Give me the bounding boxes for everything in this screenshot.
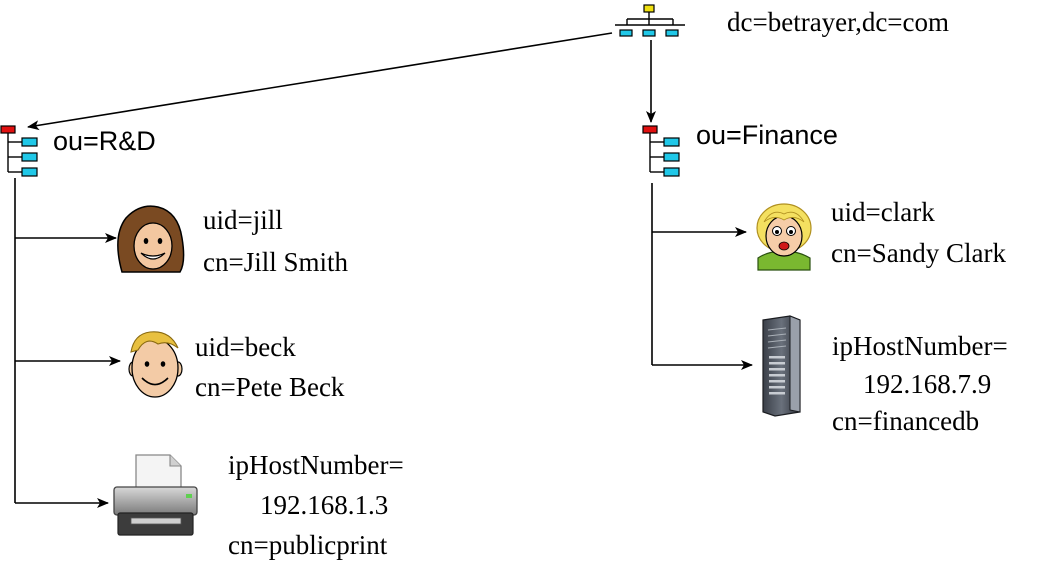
entry-server[interactable]: ipHostNumber= 192.168.7.9 cn=financedb	[762, 315, 1008, 436]
clark-uid: uid=clark	[831, 197, 935, 227]
root-dn-label: dc=betrayer,dc=com	[727, 7, 949, 37]
ou-rnd-node[interactable]: ou=R&D	[0, 125, 156, 177]
org-unit-icon	[0, 125, 38, 177]
beck-uid: uid=beck	[195, 332, 296, 362]
clark-cn: cn=Sandy Clark	[831, 238, 1006, 268]
jill-avatar-icon	[117, 205, 185, 273]
entry-clark[interactable]: uid=clark cn=Sandy Clark	[756, 197, 1006, 271]
entry-beck[interactable]: uid=beck cn=Pete Beck	[128, 331, 345, 402]
printer-cn: cn=publicprint	[228, 530, 388, 560]
printer-ip-label: ipHostNumber=	[228, 450, 404, 480]
ou-rnd-label: ou=R&D	[53, 126, 156, 156]
printer-icon	[113, 454, 198, 536]
entry-jill[interactable]: uid=jill cn=Jill Smith	[117, 205, 349, 277]
edge-root-to-rnd	[27, 32, 613, 131]
server-ip-value: 192.168.7.9	[863, 369, 991, 399]
clark-avatar-icon	[756, 203, 812, 271]
org-unit-icon	[642, 125, 680, 177]
jill-cn: cn=Jill Smith	[203, 247, 348, 277]
printer-ip-value: 192.168.1.3	[260, 490, 388, 520]
server-ip-label: ipHostNumber=	[832, 331, 1008, 361]
server-icon	[762, 315, 801, 417]
entry-printer[interactable]: ipHostNumber= 192.168.1.3 cn=publicprint	[113, 450, 404, 560]
jill-uid: uid=jill	[203, 205, 283, 235]
server-cn: cn=financedb	[832, 406, 979, 436]
ou-finance-label: ou=Finance	[696, 120, 838, 150]
beck-avatar-icon	[128, 331, 183, 398]
beck-cn: cn=Pete Beck	[195, 372, 345, 402]
ou-finance-node[interactable]: ou=Finance	[642, 120, 838, 177]
directory-tree-icon	[615, 4, 685, 37]
root-node[interactable]: dc=betrayer,dc=com	[615, 4, 949, 37]
